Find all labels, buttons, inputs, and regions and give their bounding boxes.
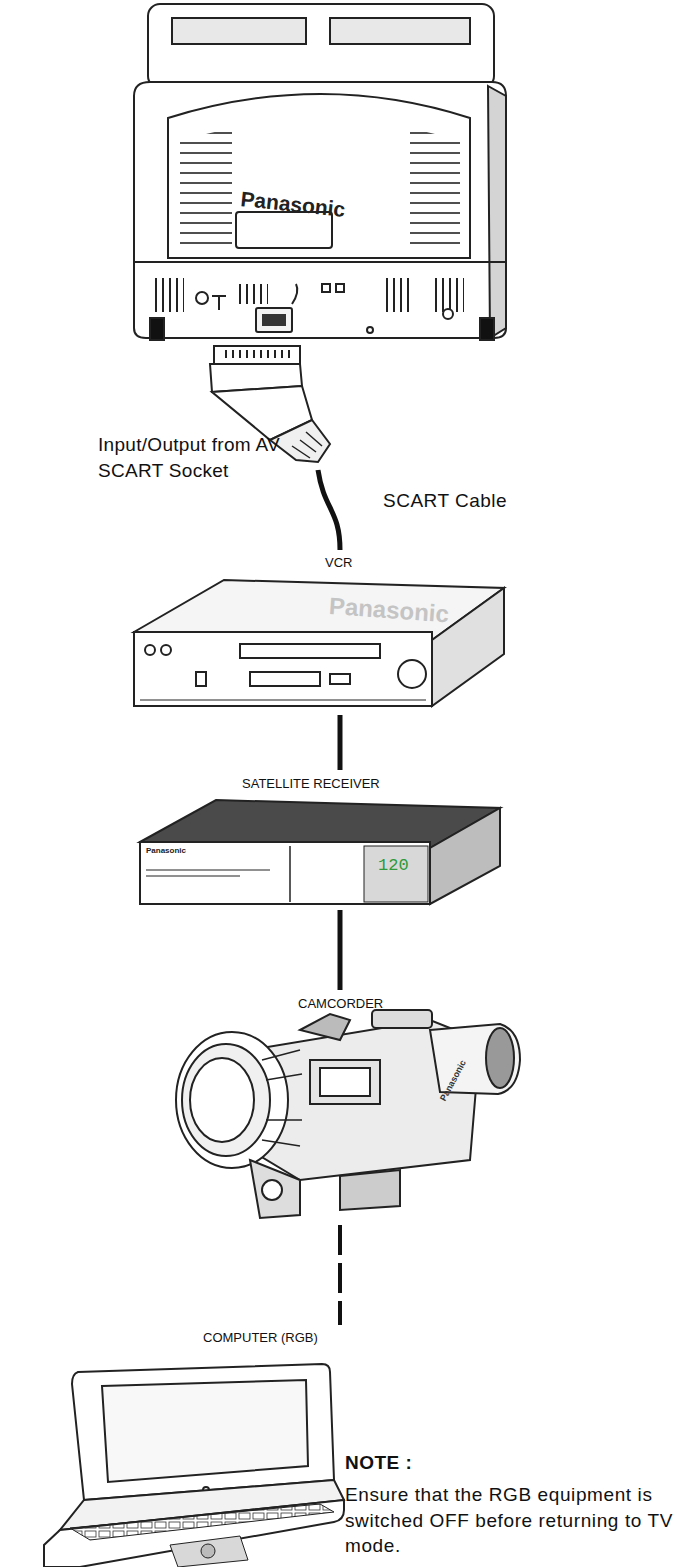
link-cable	[338, 1225, 342, 1325]
laptop-illustration	[44, 1364, 344, 1567]
satellite-receiver: SATELLITE RECEIVER Panasonic 120	[140, 770, 500, 910]
socket-label: Input/Output from AV SCART Socket	[98, 432, 288, 483]
tv-illustration	[134, 4, 506, 340]
device-label: VCR	[325, 555, 352, 571]
display-readout: 120	[378, 856, 409, 876]
brand-name: Panasonic	[239, 186, 346, 222]
device-label: COMPUTER (RGB)	[203, 1330, 318, 1346]
camcorder: CAMCORDER Panasonic	[170, 990, 530, 1225]
link-cable	[338, 715, 343, 770]
cable-label: SCART Cable	[383, 488, 507, 514]
device-label: CAMCORDER	[298, 996, 383, 1012]
camcorder-illustration	[176, 1010, 520, 1218]
note-heading: NOTE :	[345, 1450, 545, 1476]
link-cable	[338, 910, 343, 990]
note-text: Ensure that the RGB equipment is switche…	[345, 1482, 675, 1559]
vcr-illustration	[134, 580, 504, 706]
device-label: SATELLITE RECEIVER	[242, 776, 380, 792]
tv-set: Panasonic	[130, 0, 505, 470]
computer: COMPUTER (RGB)	[40, 1325, 340, 1567]
brand-name: Panasonic	[438, 1058, 469, 1103]
scart-cable	[318, 470, 340, 550]
brand-name: Panasonic	[328, 592, 450, 629]
satellite-illustration	[140, 800, 500, 904]
vcr-device: VCR Panasonic	[130, 550, 505, 715]
brand-name: Panasonic	[146, 846, 186, 856]
